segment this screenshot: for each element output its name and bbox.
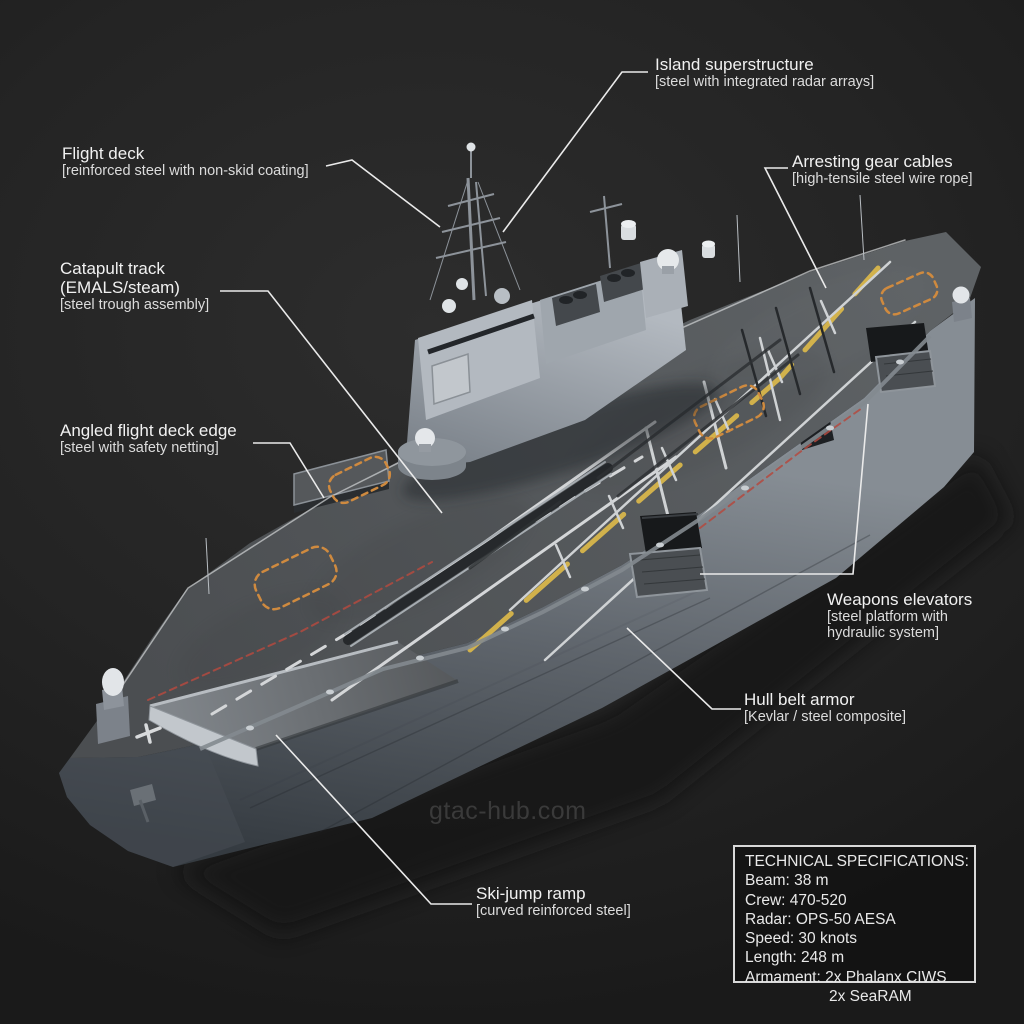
leader-flight-deck: [325, 159, 441, 228]
forward-radome: [415, 428, 435, 448]
label-material: [Kevlar / steel composite]: [744, 709, 906, 726]
label-island-superstructure: Island superstructure [steel with integr…: [655, 55, 874, 90]
weapons-elevator-mid: [628, 512, 709, 599]
runway-edge-line: [330, 455, 678, 702]
aft-radome: [657, 249, 679, 271]
label-subtitle: (EMALS/steam): [60, 278, 180, 298]
label-material: [curved reinforced steel]: [476, 903, 631, 920]
spec-line: Speed: 30 knots: [745, 930, 858, 948]
label-material: [steel with safety netting]: [60, 440, 219, 457]
whip-antennas: [205, 194, 865, 595]
label-title: Weapons elevators: [827, 590, 973, 609]
label-material: [high-tensile steel wire rope]: [792, 171, 973, 188]
label-material: hydraulic system]: [827, 625, 940, 642]
label-flight-deck: Flight deck [reinforced steel with non-s…: [62, 144, 309, 179]
masthead-radome: [466, 142, 476, 152]
ship-shadow: [175, 455, 1012, 935]
label-material: [reinforced steel with non-skid coating]: [62, 163, 309, 180]
main-mast: [429, 150, 521, 301]
label-hull-belt-armor: Hull belt armor [Kevlar / steel composit…: [744, 690, 906, 725]
label-title: Hull belt armor: [744, 690, 855, 709]
label-arresting-gear: Arresting gear cables [high-tensile stee…: [792, 152, 973, 187]
spec-line: Beam: 38 m: [745, 872, 829, 890]
phalanx-ciws: [96, 668, 130, 744]
aft-mast: [589, 195, 623, 269]
label-title: Catapult track: [60, 259, 165, 278]
label-material: [steel platform with: [827, 609, 948, 626]
label-material: [steel trough assembly]: [60, 297, 210, 314]
leader-catapult: [220, 290, 443, 514]
label-title: Arresting gear cables: [792, 152, 953, 171]
aesa-radar-panel: [431, 352, 471, 406]
watermark: gtac-hub.com: [429, 797, 587, 825]
spec-line: Crew: 470-520: [745, 891, 847, 909]
label-title: Angled flight deck edge: [60, 421, 237, 440]
label-title: Flight deck: [62, 144, 145, 163]
spec-line: Length: 248 m: [745, 949, 845, 967]
spec-line-armament-cont: 2x SeaRAM: [829, 988, 912, 1006]
funnel-forward: [552, 284, 600, 326]
leader-hull-armor: [626, 627, 741, 710]
label-title: Island superstructure: [655, 55, 814, 74]
label-ski-jump-ramp: Ski-jump ramp [curved reinforced steel]: [476, 884, 631, 919]
technical-specifications-box: TECHNICAL SPECIFICATIONS: Beam: 38 m Cre…: [733, 845, 976, 1005]
bow-anchor-crane: [130, 784, 156, 806]
label-material: [steel with integrated radar arrays]: [655, 74, 875, 91]
funnel-aft: [600, 262, 648, 302]
label-catapult-track: Catapult track (EMALS/steam) [steel trou…: [60, 259, 209, 313]
spec-line: Radar: OPS-50 AESA: [745, 910, 896, 928]
spec-line: Armament: 2x Phalanx CIWS: [745, 968, 947, 986]
bridge-windows: [427, 313, 535, 355]
life-raft-canisters: [246, 359, 904, 731]
label-title: Ski-jump ramp: [476, 884, 586, 903]
arresting-cables: [740, 286, 836, 418]
deck-edge-catwalk: [199, 194, 932, 751]
deck-grid-ticks: [554, 299, 837, 579]
label-angled-deck-edge: Angled flight deck edge [steel with safe…: [60, 421, 237, 456]
leader-lines: [220, 71, 869, 905]
port-radome-drums: [621, 220, 715, 258]
specs-title: TECHNICAL SPECIFICATIONS:: [745, 853, 969, 870]
leader-angled-edge: [253, 442, 325, 499]
label-weapons-elevators: Weapons elevators [steel platform with h…: [827, 590, 972, 642]
leader-island: [502, 71, 648, 233]
leader-ski-jump: [275, 734, 472, 905]
searam-mount: [952, 286, 972, 322]
orange-deck-markings: [253, 271, 939, 611]
bow-deck-marking: [135, 723, 162, 744]
leader-weapons-elevators: [700, 403, 869, 575]
island-superstructure: [398, 142, 688, 480]
leader-arresting-gear: [763, 167, 827, 289]
